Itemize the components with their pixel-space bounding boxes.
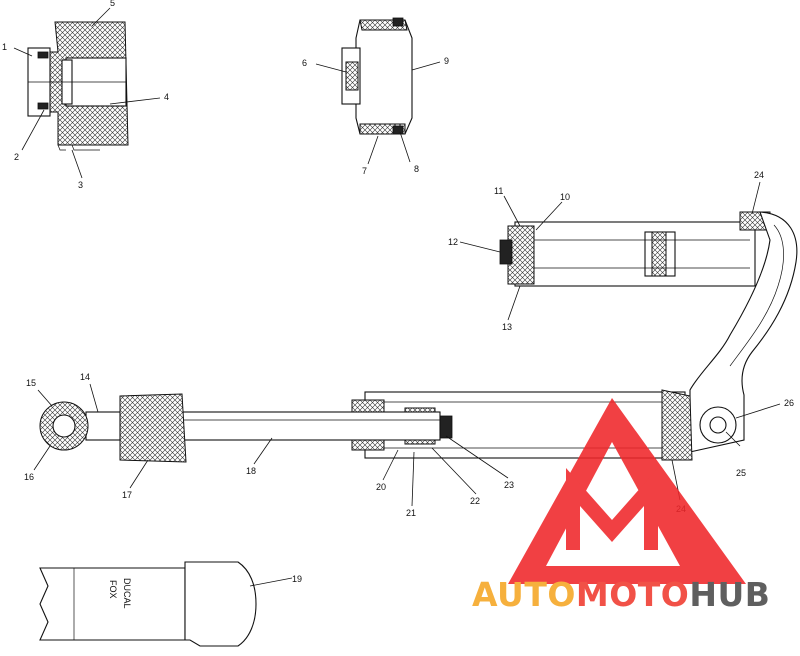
leader-lines bbox=[13, 7, 781, 587]
callout-16: 16 bbox=[24, 472, 34, 482]
callout-6: 6 bbox=[302, 58, 307, 68]
callout-1: 1 bbox=[2, 42, 7, 52]
seal-head-section bbox=[27, 21, 129, 151]
lower-eye bbox=[39, 401, 121, 451]
callout-15: 15 bbox=[26, 378, 36, 388]
callout-26: 26 bbox=[784, 398, 794, 408]
bumper-label-line1: FOX bbox=[108, 580, 118, 599]
callout-12: 12 bbox=[448, 237, 458, 247]
callout-22: 22 bbox=[470, 496, 480, 506]
bumper-detail: FOX DUCAL bbox=[39, 561, 257, 647]
piston-rod bbox=[179, 411, 441, 441]
callout-11: 11 bbox=[494, 186, 503, 196]
piston-cap-section bbox=[341, 17, 413, 135]
callout-23: 23 bbox=[504, 480, 514, 490]
callout-4: 4 bbox=[164, 92, 169, 102]
watermark-hub: HUB bbox=[689, 575, 770, 614]
bumper-label-line2: DUCAL bbox=[122, 578, 132, 609]
callout-13: 13 bbox=[502, 322, 512, 332]
callout-10: 10 bbox=[560, 192, 570, 202]
callout-17: 17 bbox=[122, 490, 132, 500]
watermark-auto: AUTO bbox=[472, 575, 576, 614]
automotohub-watermark: AUTOMOTOHUB bbox=[472, 398, 770, 614]
callout-19: 19 bbox=[292, 574, 302, 584]
reservoir-bracket bbox=[689, 211, 798, 453]
svg-text:AUTOMOTOHUB: AUTOMOTOHUB bbox=[472, 575, 770, 614]
callout-5: 5 bbox=[110, 0, 115, 8]
callout-18: 18 bbox=[246, 466, 256, 476]
callout-21: 21 bbox=[406, 508, 416, 518]
bump-stop bbox=[119, 393, 187, 463]
watermark-m-mark bbox=[566, 468, 658, 550]
callout-8: 8 bbox=[414, 164, 419, 174]
callout-7: 7 bbox=[362, 166, 367, 176]
callout-2: 2 bbox=[14, 152, 19, 162]
watermark-triangle bbox=[508, 398, 746, 584]
reservoir bbox=[499, 211, 771, 287]
callout-labels: 1 2 3 4 5 6 7 8 9 10 11 12 13 14 15 16 1… bbox=[2, 0, 794, 584]
callout-3: 3 bbox=[78, 180, 83, 190]
callout-14: 14 bbox=[80, 372, 90, 382]
callout-20: 20 bbox=[376, 482, 386, 492]
callout-24-top: 24 bbox=[754, 170, 764, 180]
watermark-moto: MOTO bbox=[576, 575, 689, 614]
callout-9: 9 bbox=[444, 56, 449, 66]
callout-25: 25 bbox=[736, 468, 746, 478]
